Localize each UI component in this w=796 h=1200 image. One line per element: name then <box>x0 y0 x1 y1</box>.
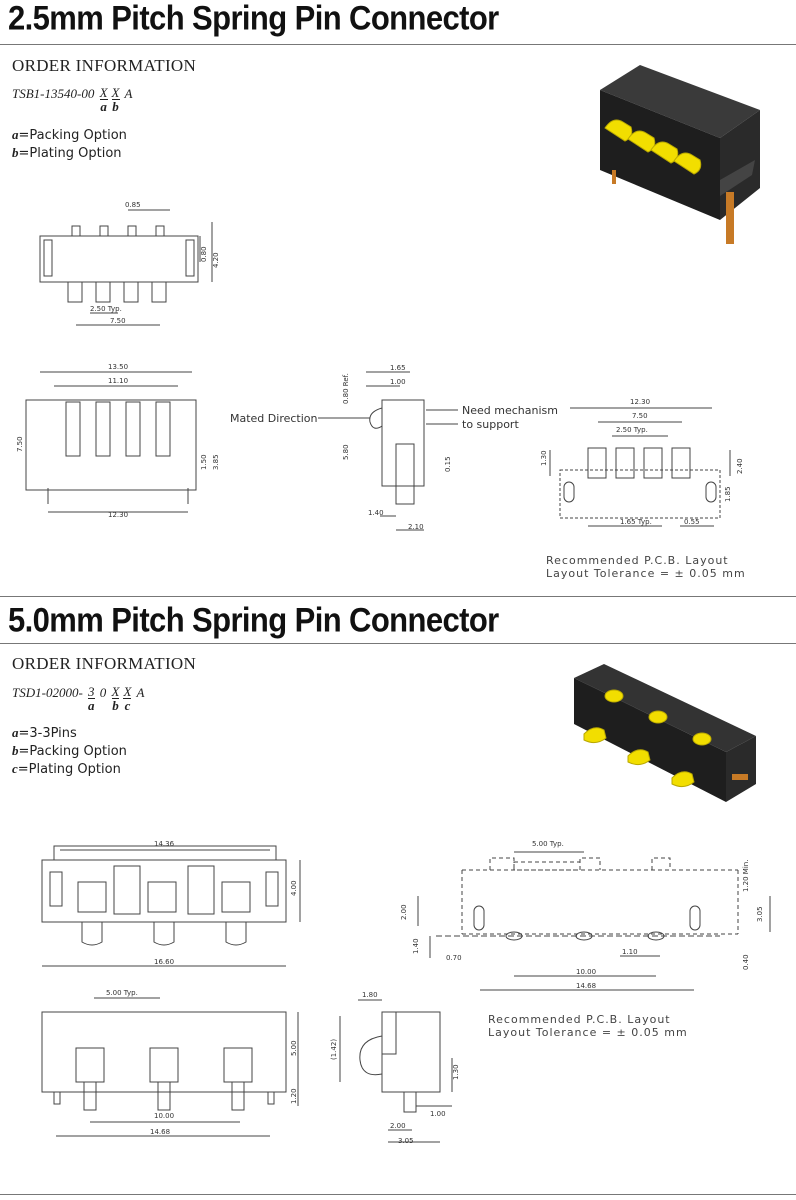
pcb-dim-3-05: 3.05 <box>756 906 764 922</box>
dim-16-60: 16.60 <box>154 958 174 966</box>
part-suffix: A <box>136 685 145 700</box>
part-suffix: A <box>124 86 133 101</box>
dim-1-65: 1.65 <box>390 364 406 372</box>
dim-0-80-ref: 0.80 Ref. <box>342 373 350 404</box>
pcb-dim-2-00: 2.00 <box>400 904 408 920</box>
dim-4-00: 4.00 <box>290 880 298 896</box>
order-heading: ORDER INFORMATION <box>12 654 197 673</box>
pcb-dim-10-00: 10.00 <box>576 968 596 976</box>
dim-2-50-typ: 2.50 Typ. <box>90 305 122 313</box>
front-view-drawing <box>41 997 299 1137</box>
pcb-note-1: Recommended P.C.B. Layout <box>546 554 729 567</box>
dim-4-20: 4.20 <box>212 252 220 268</box>
dim-1-42: (1.42) <box>330 1039 338 1060</box>
side-view-drawing <box>339 999 453 1143</box>
dim-0-80: 0.80 <box>200 246 208 262</box>
mated-direction-label: Mated Direction <box>230 412 318 425</box>
dim-1-40: 1.40 <box>368 509 384 517</box>
dim-1-80: 1.80 <box>362 991 378 999</box>
option-a: a=Packing Option <box>12 127 127 143</box>
pcb-note-2: Layout Tolerance = ± 0.05 mm <box>546 567 746 580</box>
title-rule <box>0 44 796 45</box>
dim-1-20: 1.20 <box>290 1088 298 1104</box>
option-c: c=Plating Option <box>12 761 121 777</box>
pcb-dim-1-30: 1.30 <box>540 450 548 466</box>
dim-1-00: 1.00 <box>390 378 406 386</box>
dim-14-36: 14.36 <box>154 840 175 848</box>
pcb-dim-0-55: 0.55 <box>684 518 700 526</box>
option-a: a=3-3Pins <box>12 725 77 741</box>
connector-3d-image <box>600 65 760 244</box>
pcb-dim-5-00-typ: 5.00 Typ. <box>532 840 564 848</box>
dim-7-50-front: 7.50 <box>16 436 24 452</box>
front-view-drawing <box>25 371 197 513</box>
title-rule <box>0 643 796 644</box>
pcb-dim-2-50-typ: 2.50 Typ. <box>616 426 648 434</box>
dim-2-10: 2.10 <box>408 523 424 531</box>
dim-10-00: 10.00 <box>154 1112 174 1120</box>
pcb-note-1: Recommended P.C.B. Layout <box>488 1013 671 1026</box>
pcb-layout-drawing <box>417 851 771 991</box>
dim-11-10: 11.10 <box>108 377 128 385</box>
to-support-label: to support <box>462 418 519 431</box>
dim-0-85: 0.85 <box>125 201 141 209</box>
drawing-2-5mm: 0.85 0.80 4.20 2.50 Typ. 7.50 13.50 11.1… <box>16 65 760 531</box>
order-heading: ORDER INFORMATION <box>12 56 197 75</box>
part-prefix: TSD1-02000- <box>12 685 83 700</box>
dim-1-50: 1.50 <box>200 454 208 470</box>
option-b: b=Plating Option <box>12 145 122 161</box>
pcb-dim-0-70: 0.70 <box>446 954 462 962</box>
dim-3-85: 3.85 <box>212 454 220 470</box>
part-zero: 0 <box>99 685 107 700</box>
pcb-dim-14-68: 14.68 <box>576 982 596 990</box>
pcb-dim-0-40: 0.40 <box>742 954 750 970</box>
dim-5-00-typ: 5.00 Typ. <box>106 989 138 997</box>
pcb-dim-1-65-typ: 1.65 Typ. <box>620 518 652 526</box>
dim-12-30: 12.30 <box>108 511 128 519</box>
drawing-5-0mm: 14.36 4.00 16.60 5.00 Typ. 5.00 1.20 10.… <box>41 664 771 1145</box>
pcb-layout-drawing <box>549 407 731 527</box>
pcb-dim-1-10: 1.10 <box>622 948 638 956</box>
dim-0-15: 0.15 <box>444 456 452 472</box>
option-b: b=Packing Option <box>12 743 127 759</box>
need-mechanism-label: Need mechanism <box>462 404 558 417</box>
pcb-dim-1-40: 1.40 <box>412 938 420 954</box>
dim-1-00: 1.00 <box>430 1110 446 1118</box>
pcb-dim-7-50: 7.50 <box>632 412 648 420</box>
dim-3-05: 3.05 <box>398 1137 414 1145</box>
dim-7-50: 7.50 <box>110 317 126 325</box>
connector-3d-image <box>574 664 756 802</box>
dim-13-50: 13.50 <box>108 363 128 371</box>
dim-2-00: 2.00 <box>390 1122 406 1130</box>
section-title: 5.0mm Pitch Spring Pin Connector <box>8 600 499 640</box>
section-title: 2.5mm Pitch Spring Pin Connector <box>8 0 499 38</box>
pcb-dim-1-85: 1.85 <box>724 486 732 502</box>
top-view-drawing <box>39 209 213 326</box>
pcb-dim-12-30: 12.30 <box>630 398 650 406</box>
pcb-dim-2-40: 2.40 <box>736 458 744 474</box>
pcb-note-2: Layout Tolerance = ± 0.05 mm <box>488 1026 688 1039</box>
top-view-drawing <box>41 845 301 967</box>
dim-1-30: 1.30 <box>452 1064 460 1080</box>
part-prefix: TSB1-13540-00 <box>12 86 95 101</box>
bottom-rule <box>0 1194 796 1195</box>
dim-5-00: 5.00 <box>290 1040 298 1056</box>
side-view-drawing <box>318 371 458 531</box>
dim-5-80: 5.80 <box>342 444 350 460</box>
section-top-rule <box>0 596 796 597</box>
section-5-0mm: 5.0mm Pitch Spring Pin Connector ORDER I… <box>0 596 796 1200</box>
pcb-dim-1-20-min: 1.20 Min. <box>742 860 750 892</box>
dim-14-68: 14.68 <box>150 1128 170 1136</box>
